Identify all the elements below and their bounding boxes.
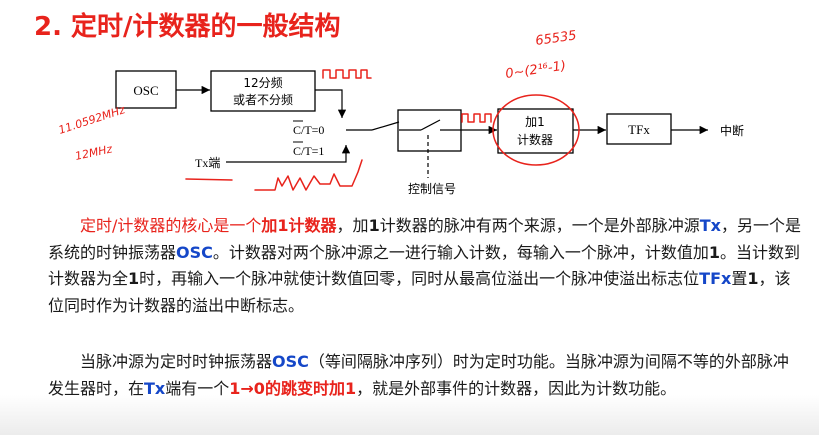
ct1-label: C/T=1 — [293, 144, 324, 158]
tx-input-line — [226, 145, 351, 163]
osc-block — [115, 70, 177, 109]
tx-underline — [185, 178, 233, 181]
gate-switch-blade — [420, 119, 441, 131]
divider-output-line — [315, 89, 347, 118]
selector-blade — [371, 121, 400, 131]
osc-label: OSC — [133, 83, 158, 98]
page-title: 2. 定时/计数器的一般结构 — [34, 12, 341, 42]
paragraph-counter-description: 定时/计数器的核心是一个加1计数器，加1计数器的脉冲有两个来源，一个是外部脉冲源… — [48, 216, 801, 315]
paragraph-timer-counter-modes: 当脉冲源为定时时钟振荡器OSC（等间隔脉冲序列）时为定时功能。当脉冲源为间隔不等… — [48, 352, 789, 398]
gate-pulse-sketch — [461, 113, 492, 123]
freq-annotation-line2: 12MHz — [74, 142, 114, 163]
counter-label-line1: 加1 — [525, 115, 545, 129]
counter-block — [497, 108, 574, 154]
divider-pulse-sketch — [322, 69, 372, 79]
tfx-block — [606, 113, 672, 145]
external-pulse-sketch — [254, 159, 363, 191]
divider-label-line1: 12分频 — [243, 76, 282, 90]
freq-annotation-line1: 11.0592MHz — [57, 103, 127, 137]
handwritten-annotations — [185, 69, 580, 191]
interrupt-label: 中断 — [720, 123, 744, 138]
counter-highlight-circle — [492, 94, 580, 166]
tx-pin-label: Tx端 — [195, 156, 220, 170]
count-max-annotation: 65535 — [534, 28, 577, 49]
divider-label-line2: 或者不分频 — [233, 93, 293, 107]
tfx-label: TFx — [628, 122, 650, 137]
timer-structure-diagram: OSC 12分频 或者不分频 C/T=0 C/T=1 Tx端 控制信号 加1 计… — [57, 28, 744, 196]
ct0-label: C/T=0 — [293, 123, 324, 137]
count-range-annotation: 0~(2¹⁶-1) — [504, 59, 566, 82]
control-signal-label: 控制信号 — [408, 182, 456, 196]
counter-label-line2: 计数器 — [517, 132, 553, 147]
divider-block — [210, 70, 316, 112]
